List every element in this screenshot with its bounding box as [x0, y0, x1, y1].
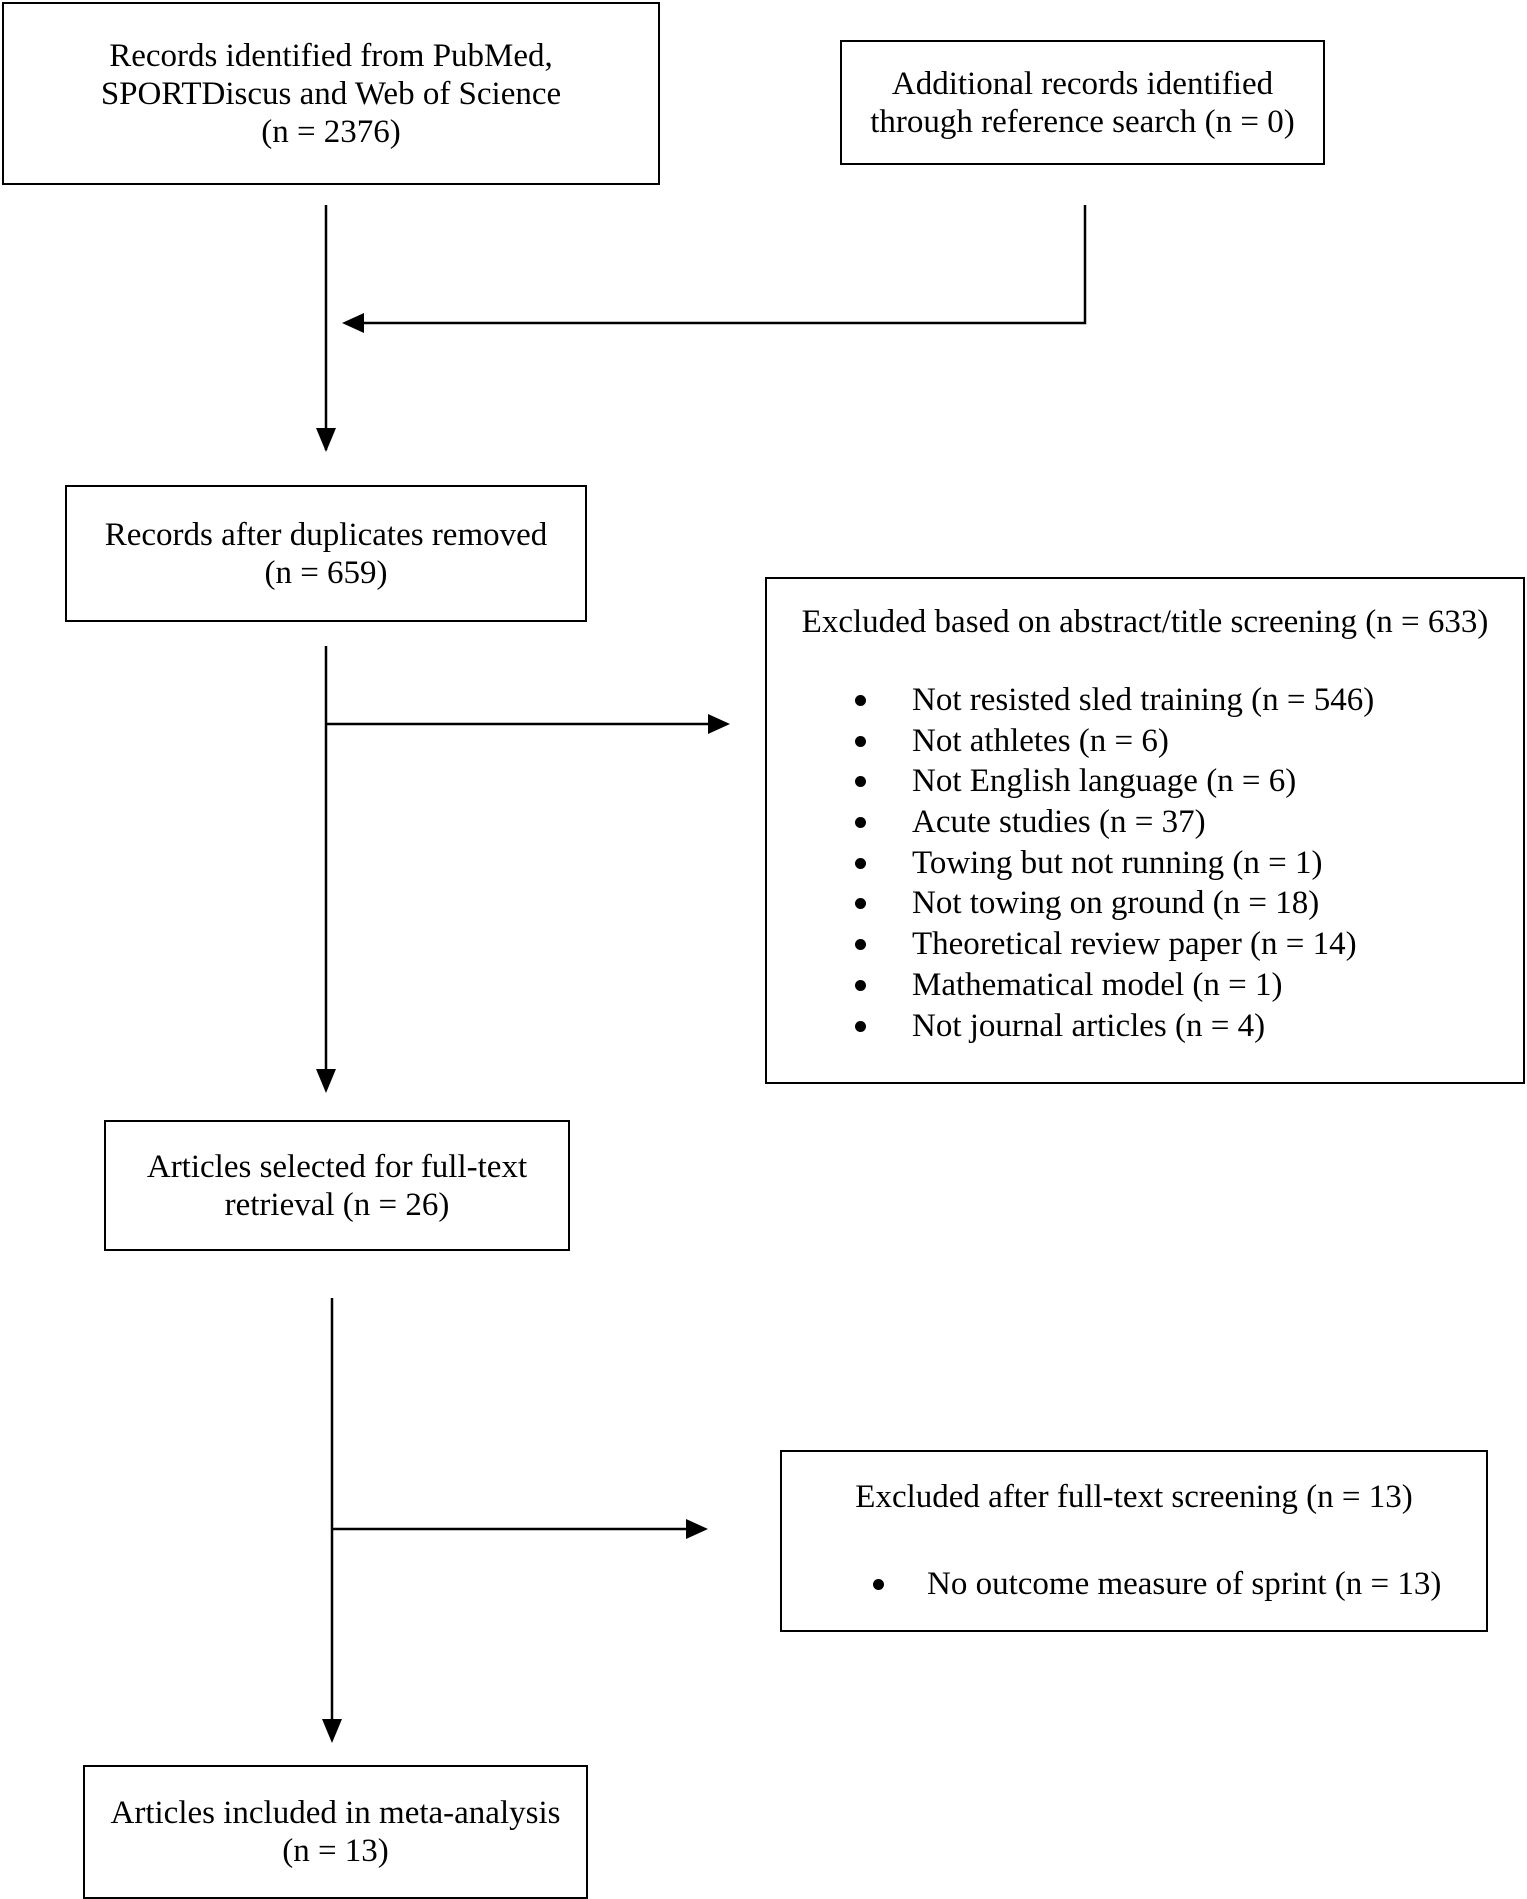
bullet-icon [855, 776, 866, 788]
records-identified-line-1: Records identified from PubMed, [109, 37, 553, 74]
arrowhead-down-2 [316, 1069, 336, 1093]
records-identified-line-2: SPORTDiscus and Web of Science [100, 75, 562, 112]
exclusion-reason: Theoretical review paper (n = 14) [855, 925, 1374, 966]
exclusion-reason: Not journal articles (n = 4) [855, 1007, 1374, 1048]
duplicates-removed-line-2: (n = 659) [264, 554, 388, 591]
bullet-icon [855, 857, 866, 869]
exclusion-reason: No outcome measure of sprint (n = 13) [873, 1565, 1441, 1605]
bullet-icon [855, 695, 866, 706]
arrowhead-left-1 [342, 313, 364, 333]
fulltext-exclusion-list: No outcome measure of sprint (n = 13) [873, 1565, 1441, 1605]
fulltext-exclusion-title: Excluded after full-text screening (n = … [855, 1479, 1413, 1515]
bullet-icon [855, 817, 866, 829]
abstract-exclusion-title: Excluded based on abstract/title screeni… [801, 604, 1489, 640]
exclusion-reason: Not athletes (n = 6) [855, 722, 1374, 763]
included-line-2: (n = 13) [282, 1833, 389, 1869]
bullet-icon [855, 898, 866, 910]
arrowhead-right-1 [708, 714, 730, 734]
bullet-icon [855, 1020, 866, 1032]
exclusion-reason: Not towing on ground (n = 18) [855, 884, 1374, 925]
additional-records-box: Additional records identified through re… [840, 40, 1325, 165]
duplicates-removed-box: Records after duplicates removed (n = 65… [65, 485, 587, 622]
exclusion-reason: Not English language (n = 6) [855, 762, 1374, 803]
additional-records-line-2: through reference search (n = 0) [870, 103, 1295, 140]
bullet-icon [855, 735, 866, 747]
additional-records-line-1: Additional records identified [891, 65, 1274, 102]
full-text-line-2: retrieval (n = 26) [224, 1186, 450, 1223]
records-identified-line-3: (n = 2376) [261, 113, 401, 150]
exclusion-reason: Mathematical model (n = 1) [855, 966, 1374, 1007]
exclusion-reason: Acute studies (n = 37) [855, 803, 1374, 844]
abstract-exclusion-list: Not resisted sled training (n = 546) Not… [855, 681, 1374, 1048]
exclusion-reason: Towing but not running (n = 1) [855, 844, 1374, 885]
full-text-line-1: Articles selected for full-text [146, 1148, 528, 1185]
arrowhead-right-2 [686, 1519, 708, 1539]
arrow-additional-to-main [360, 205, 1087, 325]
exclusion-reason: Not resisted sled training (n = 546) [855, 681, 1374, 722]
records-identified-box: Records identified from PubMed, SPORTDis… [2, 2, 660, 185]
included-line-1: Articles included in meta-analysis [110, 1795, 561, 1831]
arrowhead-down-3 [322, 1719, 342, 1743]
abstract-exclusion-box: Excluded based on abstract/title screeni… [765, 577, 1525, 1084]
arrowhead-down-1 [316, 428, 336, 452]
duplicates-removed-line-1: Records after duplicates removed [104, 516, 548, 553]
bullet-icon [873, 1579, 884, 1590]
fulltext-exclusion-box: Excluded after full-text screening (n = … [780, 1450, 1488, 1632]
included-meta-analysis-box: Articles included in meta-analysis (n = … [83, 1765, 588, 1899]
bullet-icon [855, 939, 866, 951]
bullet-icon [855, 979, 866, 991]
full-text-retrieval-box: Articles selected for full-text retrieva… [104, 1120, 570, 1251]
